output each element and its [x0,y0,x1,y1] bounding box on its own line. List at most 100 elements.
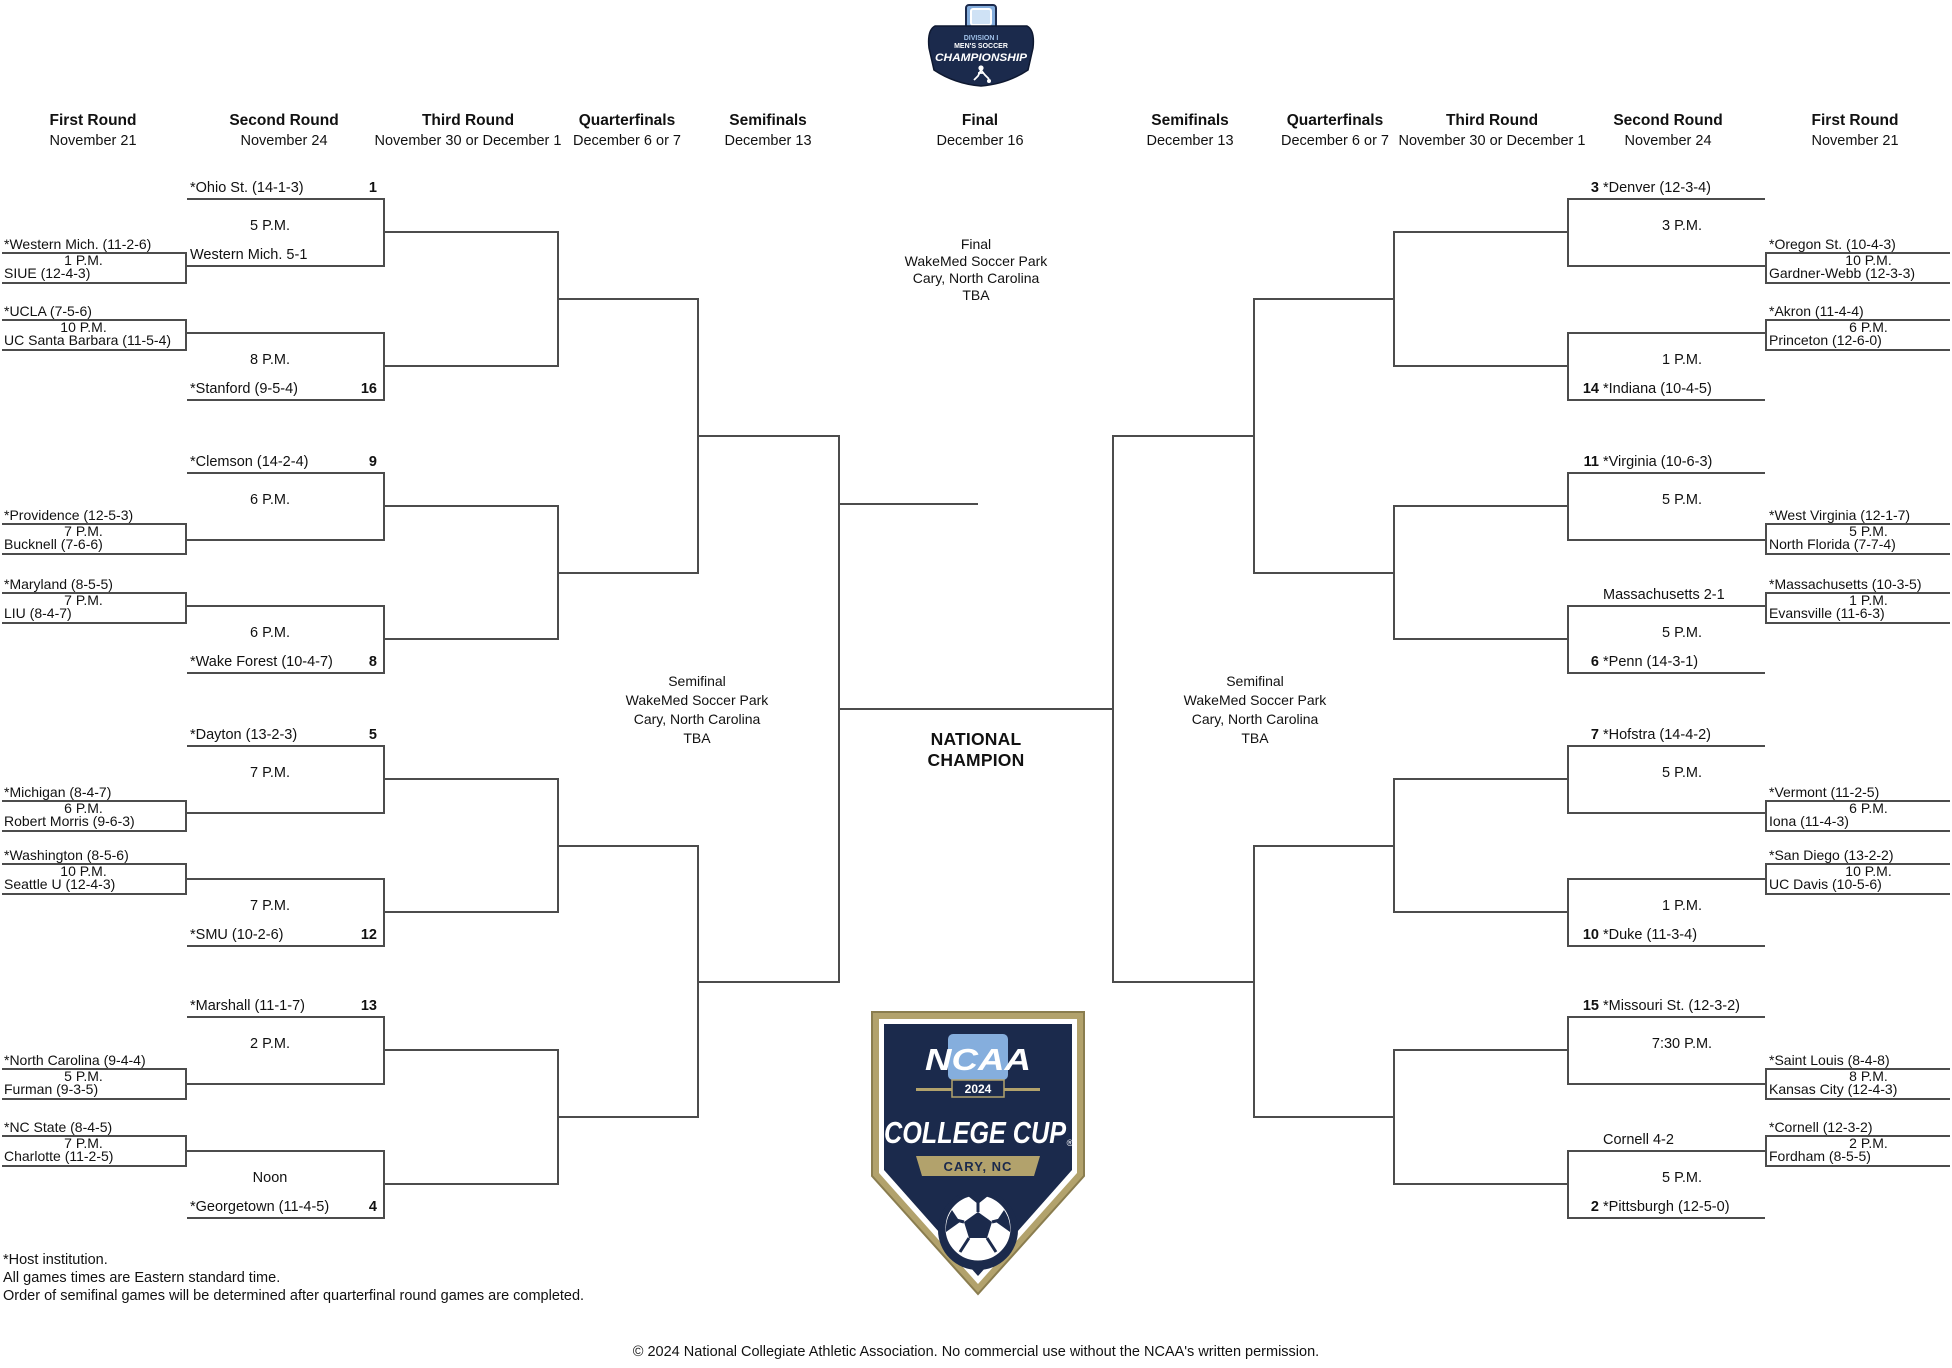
seed-number: 3 [1590,180,1599,196]
game-time: 10 P.M. [60,863,107,879]
bracket-line-h [1569,1016,1765,1018]
bracket-line-h [1767,1165,1950,1167]
team-name: *SMU (10-2-6) [190,927,284,943]
sr-row-top: *Dayton (13-2-3)5 [187,727,383,743]
bracket-line-h [385,911,557,913]
team-name: Furman (9-3-5) [4,1081,99,1097]
college-cup-logo: NCAA 2024 COLLEGE CUP ® CARY, NC [871,1011,1085,1296]
game-time: 5 P.M. [1661,1170,1703,1186]
bracket-line-v [383,745,385,814]
logo-city-text: CARY, NC [944,1159,1013,1174]
bracket-line-h [2,800,185,802]
round-date: December 13 [724,133,812,149]
team-name: North Florida (7-7-4) [1769,536,1896,552]
team-name: LIU (8-4-7) [4,605,72,621]
bracket-line-h [1569,399,1765,401]
bracket-line-v [1765,863,1767,895]
round-date: December 6 or 7 [573,133,681,149]
team-name [187,521,190,537]
team-name: *Missouri St. (12-3-2) [1603,998,1740,1014]
game-time: 5 P.M. [64,1068,103,1084]
team-name: *Akron (11-4-4) [1769,303,1864,319]
bracket-line-v [185,800,187,832]
bracket-line-h [1569,605,1765,607]
logo-ncaa-panel [948,1034,1008,1080]
bracket-line-h [1569,1150,1765,1152]
team-name: UC Davis (10-5-6) [1769,876,1882,892]
bracket-line-h [559,298,697,300]
bracket-line-v [1567,332,1569,401]
bracket-line-h [2,523,185,525]
sr-row-top: 7*Hofstra (14-4-2) [1569,727,1765,743]
seed-slot-empty [1569,588,1603,603]
team-name: *Pittsburgh (12-5-0) [1603,1199,1730,1215]
bracket-line-v [1765,1068,1767,1100]
bracket-line-h [187,472,383,474]
team-name: Fordham (8-5-5) [1769,1148,1871,1164]
bracket-line-h [1255,572,1393,574]
final-venue-line: Final [960,236,992,252]
bracket-line-v [1253,298,1255,574]
bracket-line-h [1767,830,1950,832]
seed-number: 7 [1590,727,1599,743]
sr-row-bottom: 6*Penn (14-3-1) [1569,654,1765,670]
bracket-line-v [1765,523,1767,555]
bracket-line-h [559,1116,697,1118]
logo-title-text: COLLEGE CUP [884,1115,1066,1150]
team-name: Robert Morris (9-6-3) [4,813,135,829]
bracket-line-h [2,622,185,624]
bracket-line-h [187,605,383,607]
bracket-line-h [187,399,383,401]
sr-row-top [187,588,383,603]
game-time: 10 P.M. [1845,252,1892,268]
team-name: Charlotte (11-2-5) [4,1148,114,1164]
round-title: Semifinals [729,112,807,129]
team-name [187,314,190,330]
team-name: *Marshall (11-1-7) [190,998,305,1014]
logo-championship-text: CHAMPIONSHIP [935,52,1028,64]
team-name: *North Carolina (9-4-4) [4,1052,146,1068]
game-time: 7 P.M. [249,898,291,914]
game-time: 7:30 P.M. [1651,1036,1713,1052]
bracket-line-h [1767,622,1950,624]
bracket-line-v [1765,319,1767,351]
team-name: Princeton (12-6-0) [1769,332,1882,348]
bracket-line-h [385,365,557,367]
game-time: 1 P.M. [64,252,103,268]
bracket-line-h [187,1217,383,1219]
bracket-line-h [699,981,838,983]
seed-number: 6 [1590,654,1599,670]
game-time: 5 P.M. [1661,492,1703,508]
game-time: 5 P.M. [249,218,291,234]
team-name: *Penn (14-3-1) [1603,654,1699,670]
bracket-line-v [1765,252,1767,284]
game-time: 8 P.M. [1849,1068,1888,1084]
bracket-line-h [1569,878,1765,880]
bracket-line-h [385,1049,557,1051]
round-title: First Round [49,112,137,129]
bracket-line-h [385,231,557,233]
copyright-line: © 2024 National Collegiate Athletic Asso… [632,1344,1320,1360]
bracket-line-h [1767,523,1950,525]
seed-number: 12 [360,927,377,943]
final-venue-line: TBA [962,287,990,303]
national-champion-label: NATIONAL CHAMPION [927,729,1025,770]
round-date: November 21 [49,133,137,149]
team-name: *NC State (8-4-5) [4,1119,113,1135]
bracket-line-h [1114,435,1253,437]
sr-row-top: 11*Virginia (10-6-3) [1569,454,1765,470]
team-name: *Ohio St. (14-1-3) [190,180,304,196]
team-name: *Indiana (10-4-5) [1603,381,1712,397]
game-time: 7 P.M. [249,765,291,781]
game-time: 10 P.M. [60,319,107,335]
game-time: 1 P.M. [1661,898,1703,914]
seed-number: 2 [1590,1199,1599,1215]
bracket-line-v [185,592,187,624]
seed-number: 16 [360,381,377,397]
sr-row-top: 3*Denver (12-3-4) [1569,180,1765,196]
bracket-line-h [385,1183,557,1185]
game-time: 5 P.M. [1661,625,1703,641]
